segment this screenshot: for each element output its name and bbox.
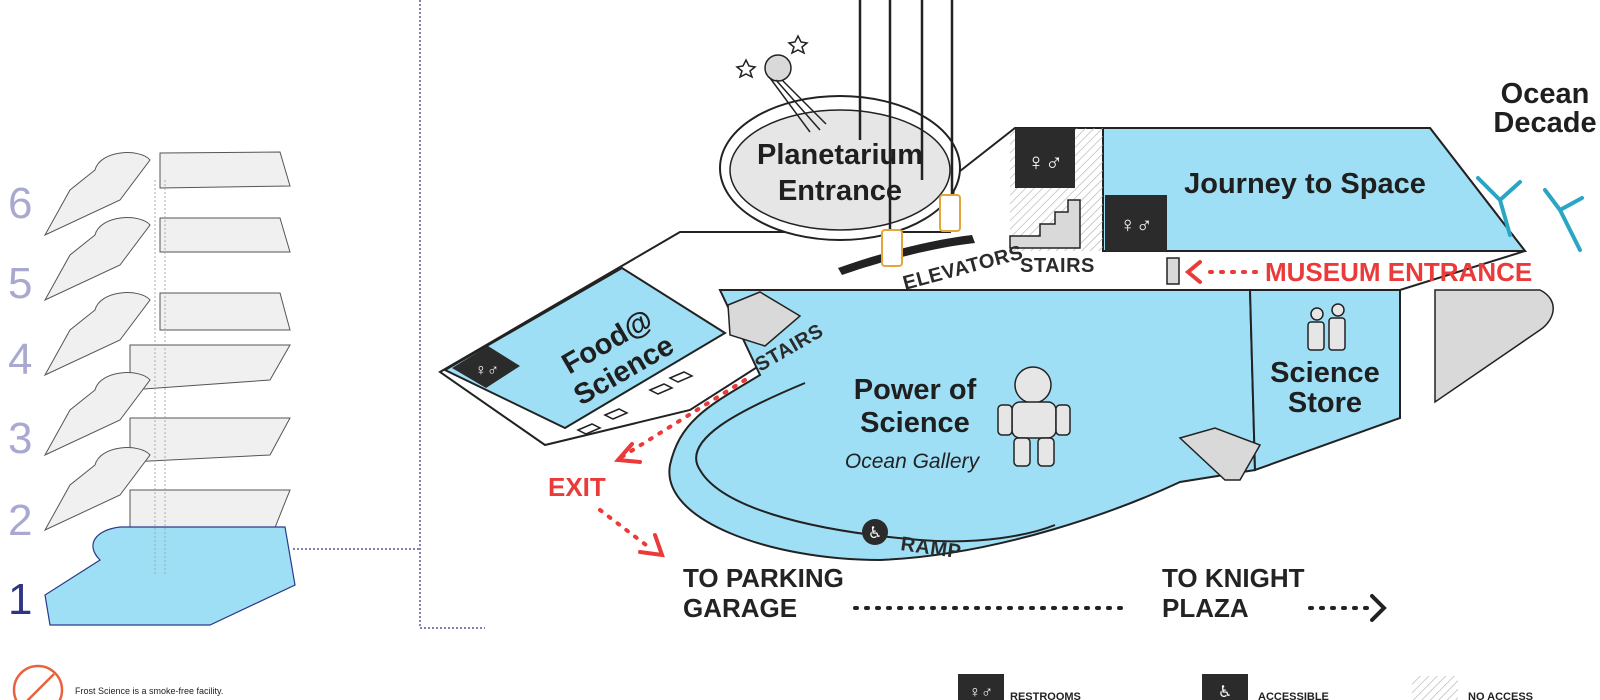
no-smoking-icon <box>12 664 64 700</box>
level-1-number[interactable]: 1 <box>8 575 32 624</box>
museum-entrance-label[interactable]: MUSEUM ENTRANCE <box>1265 257 1532 287</box>
restroom-icon-food[interactable]: ♀♂ <box>452 346 520 388</box>
stairs-icon-upper[interactable] <box>1009 199 1081 249</box>
food-at-science-zone[interactable] <box>442 266 727 430</box>
level-5-plan[interactable] <box>43 217 291 302</box>
parking-garage-label[interactable]: TO PARKING <box>683 563 844 593</box>
knight-plaza-label[interactable]: TO KNIGHT <box>1162 563 1305 593</box>
level-4-plan[interactable] <box>43 292 291 391</box>
level-2-number[interactable]: 2 <box>8 496 32 545</box>
seating-benches <box>576 371 694 435</box>
smoke-free-notice: Frost Science is a smoke-free facility. <box>75 686 223 696</box>
entrance-arrow-icon <box>1184 260 1264 284</box>
legend-no-access: NO ACCESS <box>1412 676 1533 700</box>
legend-no-access-swatch <box>1412 676 1458 700</box>
level-5-number[interactable]: 5 <box>8 259 32 308</box>
main-floor-plan: ♀♂ ♀♂ ♀♂ <box>438 0 1584 622</box>
shoppers-icon <box>1307 303 1346 351</box>
power-of-science-zone[interactable] <box>668 289 1257 562</box>
elevator-shafts <box>858 0 954 245</box>
stairs-icon-lower[interactable] <box>1178 427 1262 481</box>
svg-text:♀♂: ♀♂ <box>1027 149 1063 176</box>
level-stack: 6 5 4 3 2 1 <box>8 0 485 629</box>
legend-accessible: ♿ ACCESSIBLE <box>1202 674 1329 700</box>
power-of-science-title-line2: Science <box>860 407 970 439</box>
journey-to-space-title: Journey to Space <box>1184 168 1426 200</box>
exit-label[interactable]: EXIT <box>548 472 606 502</box>
stairs-icon-food[interactable] <box>727 291 802 347</box>
svg-text:♿: ♿ <box>1218 684 1232 700</box>
exit-arrow-icon <box>598 378 747 558</box>
stairs-label-upper: STAIRS <box>1020 255 1095 277</box>
ocean-decade-title-line2: Decade <box>1493 107 1596 139</box>
planetarium-entrance-zone[interactable] <box>729 109 951 231</box>
svg-text:♀♂: ♀♂ <box>1120 212 1153 237</box>
museum-entrance-door[interactable] <box>1166 257 1180 285</box>
family-restroom-icon[interactable]: ♀♂ <box>1105 195 1167 251</box>
parking-garage-label-line2[interactable]: GARAGE <box>683 593 797 623</box>
legend-restrooms-label: RESTROOMS <box>1010 691 1081 700</box>
comet-icon <box>735 34 827 133</box>
planetarium-title: Planetarium <box>757 139 923 171</box>
restroom-icon-upper[interactable]: ♀♂ <box>1015 128 1075 188</box>
ocean-gallery-subtitle: Ocean Gallery <box>845 450 981 473</box>
legend-no-access-label: NO ACCESS <box>1468 691 1533 700</box>
legend-restroom-icon <box>958 674 1004 700</box>
footer: Frost Science is a smoke-free facility. … <box>12 664 1533 700</box>
science-store-zone[interactable] <box>1248 289 1401 472</box>
closed-area <box>1434 289 1554 404</box>
ocean-decade-title: Ocean <box>1501 78 1590 110</box>
diving-suit-icon <box>997 366 1071 467</box>
legend-accessible-label: ACCESSIBLE <box>1258 691 1329 700</box>
level-6-number[interactable]: 6 <box>8 179 32 228</box>
elevators-icon[interactable] <box>838 235 975 275</box>
legend-accessible-icon <box>1202 674 1248 700</box>
level-1-plan[interactable] <box>44 526 296 626</box>
science-store-title-line2: Store <box>1288 387 1362 419</box>
knight-plaza-label-line2[interactable]: PLAZA <box>1162 593 1249 623</box>
svg-text:♀♂: ♀♂ <box>475 362 499 379</box>
level-4-number[interactable]: 4 <box>8 335 32 384</box>
knight-plaza-arrow-icon <box>1370 594 1387 622</box>
svg-text:♀♂: ♀♂ <box>969 684 993 700</box>
svg-text:♿: ♿ <box>868 525 882 542</box>
level-6-plan[interactable] <box>43 151 291 237</box>
power-of-science-title: Power of <box>854 374 977 406</box>
level-3-number[interactable]: 3 <box>8 414 32 463</box>
planetarium-title-line2: Entrance <box>778 175 902 207</box>
science-store-title: Science <box>1270 357 1380 389</box>
legend-restrooms: ♀♂ RESTROOMS <box>958 674 1081 700</box>
accessible-ramp-icon[interactable]: ♿ <box>862 519 888 545</box>
ocean-decade-icon <box>1476 176 1584 252</box>
